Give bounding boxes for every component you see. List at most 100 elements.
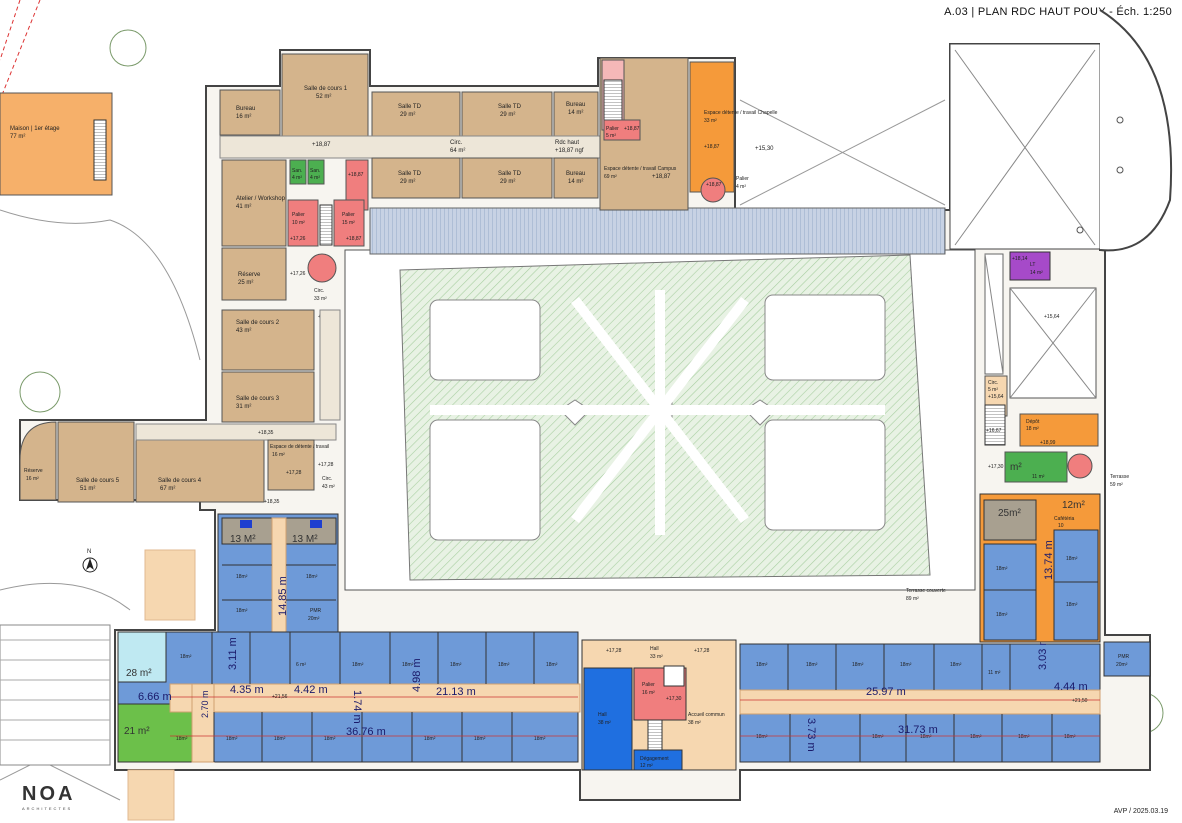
cells-se-top xyxy=(787,644,1011,690)
room-area: 11 m² xyxy=(1032,474,1045,480)
room-area: 16 m² xyxy=(642,690,655,696)
room-area: 67 m² xyxy=(160,486,175,492)
room-area: 18m² xyxy=(546,662,558,668)
room-lt xyxy=(1009,251,1051,281)
corridor-south-west xyxy=(169,683,581,713)
dimension: 31.73 m xyxy=(898,724,938,736)
room-area: 18m² xyxy=(352,662,364,668)
level: +18,87 xyxy=(652,174,671,180)
stair xyxy=(93,119,107,181)
room-area: 20m² xyxy=(1116,662,1128,668)
level: +15,64 xyxy=(1044,314,1060,320)
level: +18,14 xyxy=(1012,256,1028,262)
room-area: 5 m² xyxy=(988,387,998,393)
level: +18,87 xyxy=(346,236,362,242)
room-label: Salle de cours 4 xyxy=(158,478,202,484)
room-label: Palier xyxy=(292,212,305,218)
corridor-south-east xyxy=(739,689,1101,715)
room-bureau-c xyxy=(553,157,599,199)
room-salle-2 xyxy=(221,309,315,371)
room-degagement xyxy=(633,749,683,771)
room-bureau-a xyxy=(219,89,281,136)
site-patch xyxy=(144,549,196,621)
room-label: San. xyxy=(292,168,302,174)
dimension: 25.97 m xyxy=(866,686,906,698)
cells-sw-top xyxy=(211,632,535,684)
spiral-stair-icon xyxy=(1067,453,1093,479)
room-area: 18m² xyxy=(324,736,336,742)
room-area: 18m² xyxy=(852,662,864,668)
dimension: 4.35 m xyxy=(230,684,264,696)
room-label: Palier xyxy=(342,212,355,218)
room-area: 18m² xyxy=(424,736,436,742)
room-area: 52 m² xyxy=(316,94,331,100)
ramp xyxy=(0,624,111,766)
room-label: Circ. xyxy=(322,476,332,482)
room-label: Salle de cours 3 xyxy=(236,396,280,402)
room-salle-5 xyxy=(57,421,135,503)
level: +17,28 xyxy=(286,470,302,476)
room-area: 18m² xyxy=(900,662,912,668)
room-label: Terrasse couverte xyxy=(906,588,946,594)
room-maison xyxy=(0,92,113,196)
room-label: Salle de cours 5 xyxy=(76,478,120,484)
room-label: Palier xyxy=(642,682,655,688)
room-area: 18m² xyxy=(1066,556,1078,562)
room-28m xyxy=(117,631,167,683)
room-label: Salle TD xyxy=(498,171,522,177)
cells-se-bottom xyxy=(789,714,1053,762)
room-label: Hall xyxy=(598,712,607,718)
room-label: PMR xyxy=(310,608,322,614)
room-label: Atelier / Workshop xyxy=(236,196,286,202)
room-area: 89 m² xyxy=(906,596,919,602)
room-area: 4 m² xyxy=(292,175,302,181)
area-label: 25m² xyxy=(998,508,1021,519)
room-area: 41 m² xyxy=(236,204,251,210)
room-area: 18m² xyxy=(1066,602,1078,608)
room-25m xyxy=(983,499,1037,541)
level: +15,30 xyxy=(755,146,774,152)
level: +18,99 xyxy=(1040,440,1056,446)
room-area: 38 m² xyxy=(598,720,611,726)
room-area: 29 m² xyxy=(500,112,515,118)
level: +18,87 xyxy=(706,182,722,188)
room-pmr-b xyxy=(1103,641,1151,677)
room-area: 18m² xyxy=(450,662,462,668)
garden-diagonals xyxy=(430,290,885,535)
room-area: 16 m² xyxy=(26,476,39,482)
room-area: 18m² xyxy=(806,662,818,668)
dimension: 4.44 m xyxy=(1054,681,1088,693)
stair xyxy=(603,79,623,121)
room-label: Maison | 1er étage xyxy=(10,126,60,132)
room-area: 51 m² xyxy=(80,486,95,492)
room-area: 11 m² xyxy=(988,670,1001,676)
room-area: 18m² xyxy=(498,662,510,668)
dimension: 3.11 m xyxy=(227,637,239,670)
room-area: 16 m² xyxy=(236,114,251,120)
spiral-stair-icon xyxy=(307,253,337,283)
room-atelier xyxy=(221,159,287,247)
sheet-title: A.03 | PLAN RDC HAUT POUY - Éch. 1:250 xyxy=(944,6,1172,18)
level: +18,35 xyxy=(264,499,280,505)
room-area: 10 xyxy=(1058,523,1064,529)
room-area: 10 m² xyxy=(292,220,305,226)
room-area: 18m² xyxy=(402,662,414,668)
room-area: 14 m² xyxy=(568,179,583,185)
area-label: m² xyxy=(1010,462,1022,473)
tree-icon xyxy=(109,29,147,67)
level: +18,87 xyxy=(624,126,640,132)
room-area: 18m² xyxy=(920,734,932,740)
room-area: 59 m² xyxy=(1110,482,1123,488)
room-area: 18m² xyxy=(950,662,962,668)
room-palier-d xyxy=(333,199,365,247)
room-label: Accueil commun xyxy=(688,712,725,718)
room-label: Palier xyxy=(606,126,619,132)
room-area: 69 m² xyxy=(604,174,617,180)
room-area: 14 m² xyxy=(568,110,583,116)
room-area: 18m² xyxy=(474,736,486,742)
room-area: 4 m² xyxy=(736,184,746,190)
room-salle-1 xyxy=(281,53,369,137)
room-espace-travail xyxy=(267,439,315,491)
room-salle-3 xyxy=(221,371,315,423)
corridor-north xyxy=(219,135,601,159)
